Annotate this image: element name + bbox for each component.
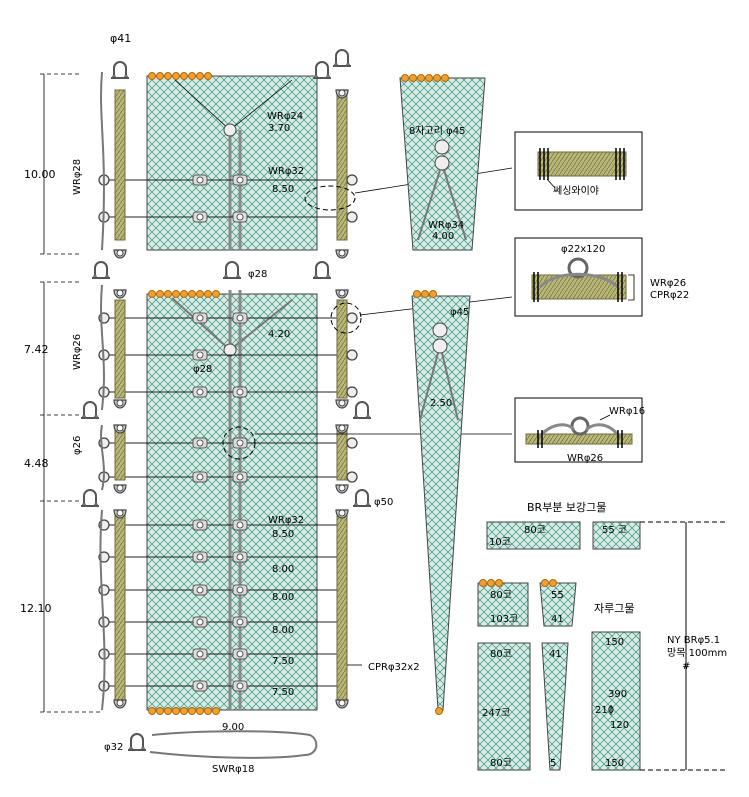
top-floats	[148, 72, 212, 80]
label-cpr32x2: CPRφ32x2	[368, 662, 420, 673]
label-detail3-wr26: WRφ26	[567, 453, 603, 464]
label-phi28-top: φ28	[248, 269, 267, 280]
label-p150b: 150	[605, 758, 624, 769]
label-phi50: φ50	[374, 497, 393, 508]
label-eight-ring: 8자고리 φ45	[409, 125, 465, 137]
dimension-lines	[40, 73, 100, 713]
br-nets	[486, 521, 725, 550]
label-p5: 5	[550, 758, 556, 769]
label-3-70: 3.70	[268, 123, 290, 134]
label-p210: 210	[595, 705, 614, 716]
label-phi26: φ26	[72, 436, 83, 455]
label-4-00: 4.00	[432, 231, 454, 242]
codend-nets	[477, 522, 725, 771]
label-br-80: 80코	[524, 525, 546, 536]
label-wr26: WRφ26	[72, 334, 83, 370]
top-panel	[98, 49, 513, 259]
label-4-48: 4.48	[24, 457, 49, 470]
label-swr18: SWRφ18	[212, 764, 255, 775]
label-8-00-b: 8.00	[272, 592, 294, 603]
label-br-title: BR부분 보강그물	[527, 501, 606, 514]
label-10-00: 10.00	[24, 168, 56, 181]
label-wr34: WRφ34	[428, 220, 464, 231]
label-9-00: 9.00	[222, 722, 244, 733]
label-p390: 390	[608, 689, 627, 700]
label-7-42: 7.42	[24, 343, 49, 356]
label-7-50-a: 7.50	[272, 656, 294, 667]
label-phi28-mid: φ28	[193, 364, 212, 375]
label-detail2-cpr: CPRφ22	[650, 290, 689, 301]
label-p103: 103코	[490, 614, 518, 625]
label-detail2-wr: WRφ26	[650, 278, 686, 289]
label-ny-br: NY BRφ5.1	[667, 635, 720, 646]
label-4-20: 4.20	[268, 329, 290, 340]
sweep-wire	[127, 730, 318, 759]
label-mesh: 망목 100mm	[667, 647, 727, 659]
funnel-top	[399, 74, 486, 251]
label-p150a: 150	[605, 637, 624, 648]
label-phi32: φ32	[104, 742, 123, 753]
label-phi41: φ41	[110, 32, 131, 45]
main-panel	[80, 261, 513, 715]
detail-box-3	[514, 397, 643, 463]
label-12-10: 12.10	[20, 602, 52, 615]
label-wr24: WRφ24	[267, 111, 303, 122]
label-br-10: 10코	[489, 537, 511, 548]
label-p55: 55	[551, 590, 564, 601]
label-detail2-top: φ22x120	[561, 244, 605, 255]
funnel-long	[411, 290, 471, 715]
detail-box-1	[514, 131, 643, 211]
label-p41b: 41	[549, 649, 562, 660]
label-p41: 41	[551, 614, 564, 625]
text-labels: φ41 10.00 7.42 4.48 12.10 WRφ28 WRφ26 φ2…	[20, 32, 727, 775]
label-detail1: 쎄싱와이야	[553, 185, 599, 197]
label-jaru-title: 자루그물	[594, 602, 634, 615]
label-detail3-wr16: WRφ16	[609, 406, 645, 417]
label-2-50: 2.50	[430, 398, 452, 409]
detail-box-2	[514, 237, 643, 317]
label-p80b: 80코	[490, 649, 512, 660]
label-7-50-b: 7.50	[272, 687, 294, 698]
label-8-00-c: 8.00	[272, 625, 294, 636]
label-wr32-b: WRφ32	[268, 515, 304, 526]
label-p120: 120	[610, 720, 629, 731]
label-hash: #	[682, 661, 690, 672]
label-8-50-a: 8.50	[272, 184, 294, 195]
label-p80a: 80코	[490, 590, 512, 601]
label-br-55: 55 코	[602, 525, 627, 536]
label-p80c: 80코	[490, 758, 512, 769]
label-8-50-b: 8.50	[272, 529, 294, 540]
label-p247: 247코	[482, 708, 510, 719]
label-wr32-a: WRφ32	[268, 166, 304, 177]
label-wr28: WRφ28	[72, 159, 83, 195]
label-phi45: φ45	[450, 307, 469, 318]
label-8-00-a: 8.00	[272, 564, 294, 575]
